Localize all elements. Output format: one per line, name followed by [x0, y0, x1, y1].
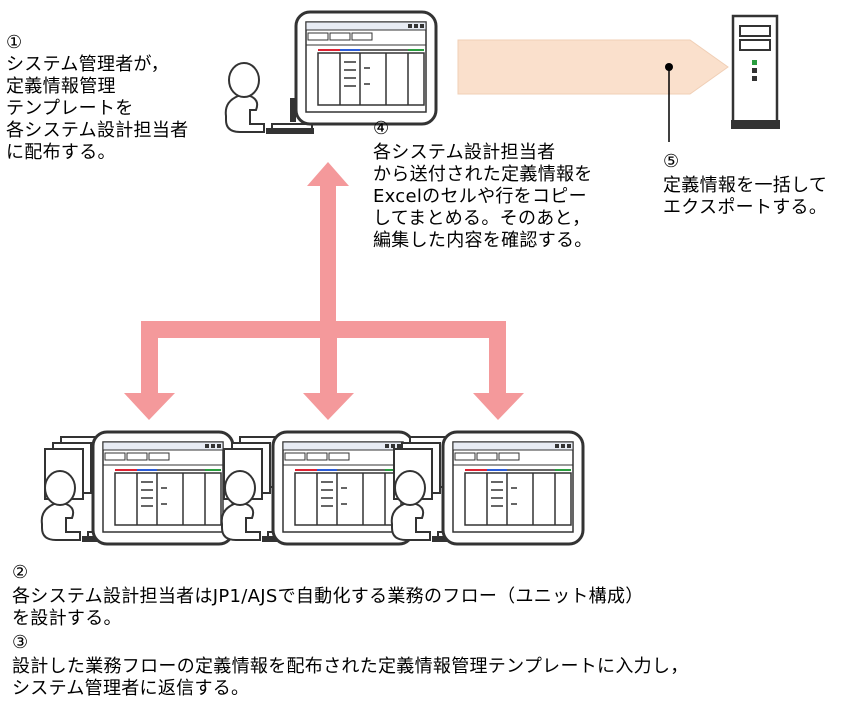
step2-number: ② — [12, 562, 29, 583]
step1-text: システム管理者が， 定義情報管理 テンプレートを 各システム設計担当者 に配布す… — [6, 54, 188, 164]
step2-text: 各システム設計担当者はJP1/AJSで自動化する業務のフロー（ユニット構成） を… — [12, 586, 644, 630]
step2-line: 各システム設計担当者はJP1/AJSで自動化する業務のフロー（ユニット構成） — [12, 586, 644, 607]
step4-line: から送付された定義情報を — [373, 164, 593, 185]
step1-line: システム管理者が， — [6, 54, 170, 75]
step4-text: 各システム設計担当者 から送付された定義情報を Excelのセルや行をコピー し… — [373, 142, 593, 252]
step2-line: を設計する。 — [12, 608, 122, 629]
step4-line: 編集した内容を確認する。 — [373, 230, 593, 251]
step4-line: 各システム設計担当者 — [373, 142, 556, 163]
distribution-arrows — [124, 162, 524, 420]
step4-line: してまとめる。そのあと， — [373, 208, 591, 229]
step5-number: ⑤ — [663, 151, 680, 172]
designer-workstation-3 — [390, 430, 585, 546]
step3-number: ③ — [12, 632, 29, 653]
export-arrow — [457, 39, 729, 95]
step3-text: 設計した業務フローの定義情報を配布された定義情報管理テンプレートに入力し， シス… — [12, 656, 689, 700]
step1-line: 定義情報管理 — [6, 76, 116, 97]
step1-number: ① — [6, 32, 23, 53]
step5-text: 定義情報を一括して エクスポートする。 — [663, 175, 827, 219]
step4-number: ④ — [373, 118, 390, 139]
step1-line: テンプレートを — [6, 98, 134, 119]
step1-line: に配布する。 — [6, 142, 116, 163]
step4-line: Excelのセルや行をコピー — [373, 186, 587, 207]
designer-workstation-1 — [40, 430, 235, 546]
admin-workstation — [224, 10, 438, 135]
step3-line: 設計した業務フローの定義情報を配布された定義情報管理テンプレートに入力し， — [12, 656, 689, 677]
step5-pointer-dot — [665, 63, 673, 71]
step3-line: システム管理者に返信する。 — [12, 678, 250, 699]
server-icon — [731, 14, 780, 129]
designer-workstation-2 — [220, 430, 415, 546]
step5-line: 定義情報を一括して — [663, 175, 828, 196]
step1-line: 各システム設計担当者 — [6, 120, 189, 141]
step5-line: エクスポートする。 — [663, 197, 828, 218]
